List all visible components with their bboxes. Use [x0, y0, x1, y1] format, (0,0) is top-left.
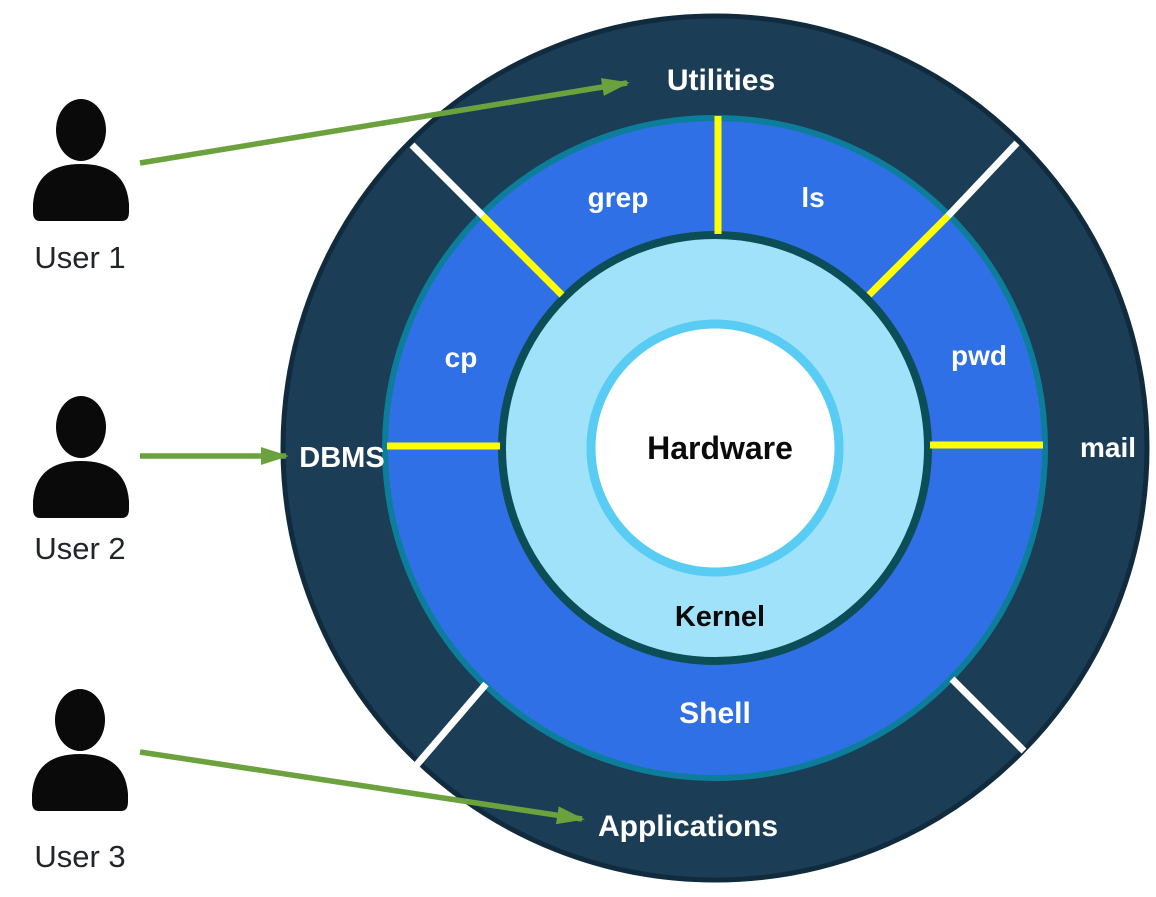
user2-label: User 2: [34, 531, 125, 566]
divider-yellow-top-right: [866, 213, 951, 298]
dbms-label: DBMS: [299, 442, 384, 474]
divider-white-top-left: [409, 142, 486, 219]
ls-label: ls: [801, 182, 824, 213]
hardware-circle: [586, 319, 844, 577]
hardware-label: Hardware: [647, 430, 793, 466]
divider-yellow-top-left: [480, 213, 565, 298]
shell-ring-dividers: [387, 116, 1043, 450]
pwd-label: pwd: [951, 340, 1007, 371]
mail-label: mail: [1080, 432, 1136, 463]
grep-label: grep: [588, 182, 649, 213]
user2-icon: [33, 396, 129, 518]
user1-arrow: [139, 78, 630, 166]
user3-head: [55, 689, 105, 751]
user3-icon: [32, 689, 128, 811]
user1-label: User 1: [34, 240, 125, 275]
divider-white-bottom-right: [949, 676, 1027, 754]
user1-body: [33, 164, 129, 221]
user3-arrow: [139, 749, 585, 825]
applications-label: Applications: [598, 810, 778, 843]
user3-label: User 3: [34, 839, 125, 874]
kernel-label: Kernel: [675, 601, 765, 633]
user-arrows: [139, 78, 630, 825]
user3-body: [32, 754, 128, 811]
cp-label: cp: [445, 342, 478, 373]
divider-white-bottom-left: [411, 681, 489, 771]
outer-ring-dividers: [409, 140, 1027, 771]
shell-label: Shell: [679, 697, 751, 730]
divider-white-top-right: [945, 140, 1020, 219]
user2-head: [56, 396, 106, 458]
user1-head: [56, 99, 106, 161]
user1-icon: [33, 99, 129, 221]
utilities-label: Utilities: [667, 64, 775, 97]
user2-body: [33, 461, 129, 518]
